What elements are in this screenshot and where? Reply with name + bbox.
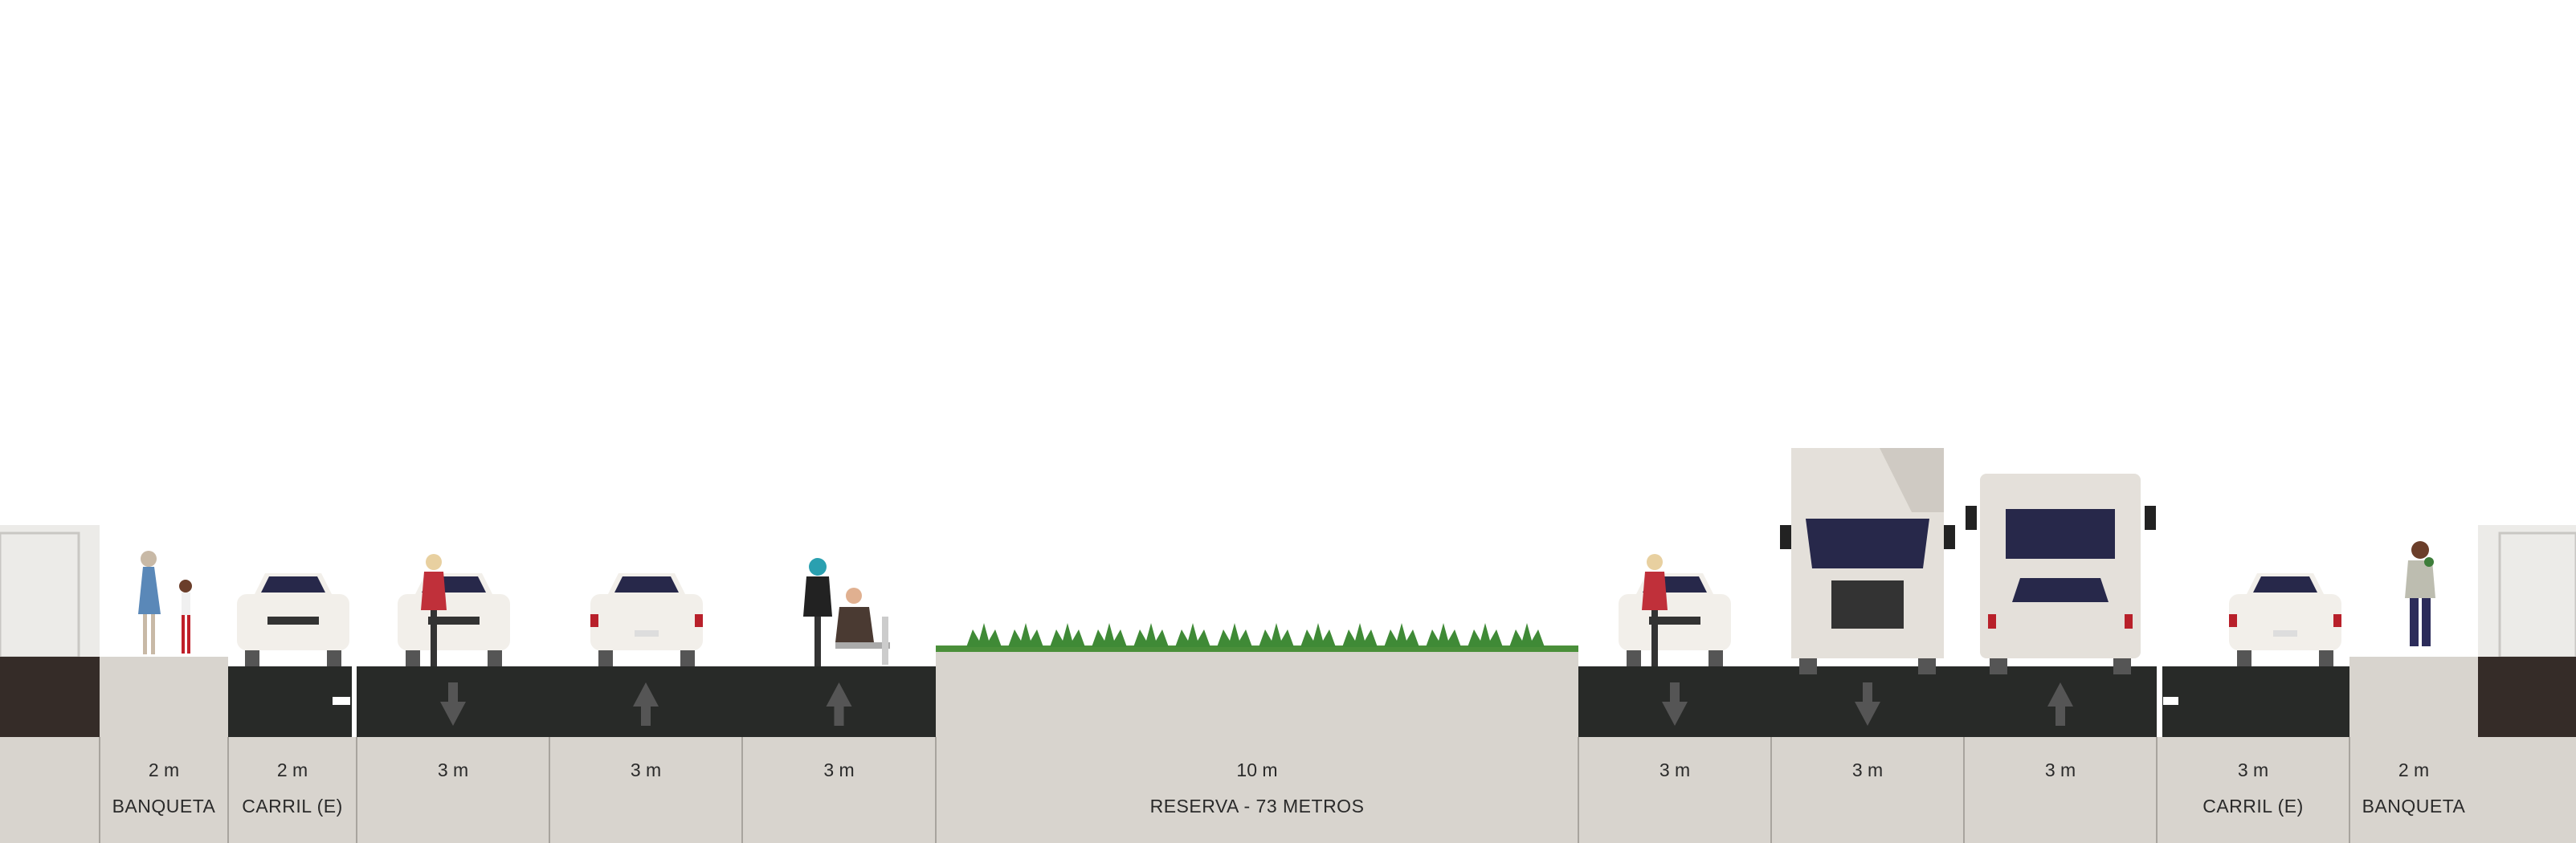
segment-width-label: 2 m — [276, 760, 308, 780]
shrub-icon — [1342, 623, 1378, 647]
lane-arrows — [440, 682, 2073, 726]
segment-width-label: 3 m — [823, 760, 855, 780]
shrub-icon — [1259, 623, 1294, 647]
shrub-icon — [1133, 623, 1169, 647]
segment-width-label: 3 m — [2237, 760, 2269, 780]
segment-width-label: 3 m — [437, 760, 469, 780]
segment-width-label: 3 m — [2044, 760, 2076, 780]
arrow-up-icon — [2047, 682, 2073, 726]
segment-1 — [99, 657, 228, 843]
arrow-down-icon — [1662, 682, 1688, 726]
building-left — [0, 525, 100, 843]
arrow-down-icon — [440, 682, 466, 726]
arrow-down-icon — [1855, 682, 1880, 726]
shrub-icon — [966, 623, 1002, 647]
segment-11 — [2349, 657, 2478, 843]
arrow-up-icon — [633, 682, 659, 726]
shrub-icon — [1092, 623, 1127, 647]
shrub-icon — [1050, 623, 1085, 647]
segment-width-label: 3 m — [1659, 760, 1691, 780]
car-icon — [1619, 573, 1731, 666]
truck-icon — [1780, 448, 1955, 674]
segment-width-label: 3 m — [630, 760, 662, 780]
pedestrian-icon — [2405, 541, 2435, 646]
vegetation — [936, 623, 1578, 652]
segment-width-label: 2 m — [148, 760, 180, 780]
shrub-icon — [1509, 623, 1545, 647]
segment-width-label: 2 m — [2398, 760, 2430, 780]
pedestrian-icon — [138, 551, 192, 654]
car-icon — [590, 573, 703, 666]
segment-6 — [935, 649, 1578, 843]
building-right — [2478, 525, 2576, 843]
shrub-icon — [1300, 623, 1336, 647]
segment-name-label: RESERVA - 73 METROS — [1149, 796, 1365, 817]
car-icon — [237, 573, 349, 666]
segment-name-label: BANQUETA — [112, 796, 216, 817]
shrub-icon — [1426, 623, 1461, 647]
shrub-icon — [1175, 623, 1210, 647]
segments — [99, 649, 2478, 843]
segment-name-label: CARRIL (E) — [242, 796, 343, 817]
cyclist-icon — [1642, 554, 1668, 666]
lane-marking — [333, 697, 350, 705]
segment-10 — [2156, 666, 2349, 843]
arrow-up-icon — [826, 682, 852, 726]
shrub-icon — [1217, 623, 1252, 647]
cyclist-icon — [421, 554, 447, 666]
segment-width-label: 3 m — [1851, 760, 1884, 780]
shrub-icon — [1384, 623, 1419, 647]
car-icon — [2229, 573, 2341, 666]
segment-width-label: 10 m — [1236, 760, 1278, 780]
segment-name-label: CARRIL (E) — [2202, 796, 2304, 817]
sidecar-bike-icon — [803, 558, 890, 666]
lane-separator — [2157, 666, 2162, 737]
lane-separator — [352, 666, 357, 737]
bus-icon — [1966, 474, 2156, 674]
car-icon — [398, 573, 510, 666]
lane-marking — [2163, 697, 2178, 705]
shrub-icon — [1468, 623, 1503, 647]
segment-name-label: BANQUETA — [2362, 796, 2466, 817]
shrub-icon — [1008, 623, 1043, 647]
